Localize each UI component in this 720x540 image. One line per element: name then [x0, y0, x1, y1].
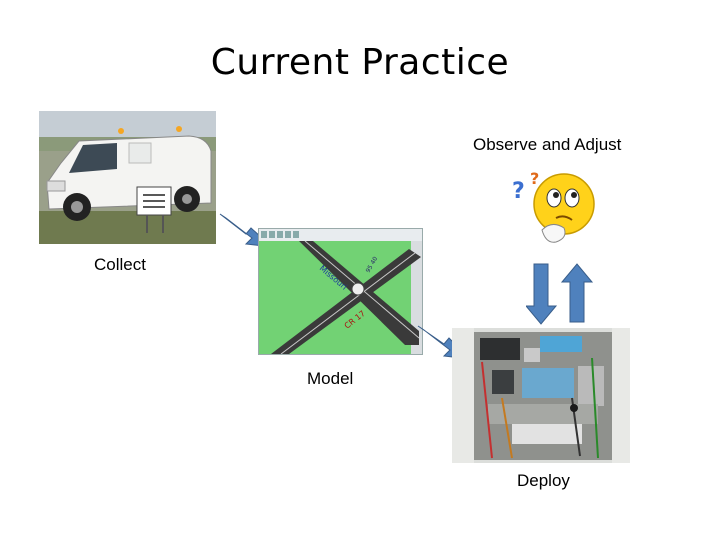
traffic-model-map-screenshot: Missouri CR 17 95 40	[258, 228, 423, 355]
deploy-label: Deploy	[517, 471, 570, 490]
observe-adjust-label: Observe and Adjust	[473, 135, 622, 154]
arrow-adjust-cycle-icon	[526, 263, 594, 325]
slide-title: Current Practice	[210, 42, 510, 83]
svg-text:?: ?	[512, 179, 525, 204]
van-photo	[39, 111, 216, 244]
van-illustration	[39, 111, 216, 244]
model-label: Model	[307, 369, 354, 388]
svg-text:?: ?	[530, 169, 539, 188]
collect-label: Collect	[94, 255, 146, 274]
signal-controller-cabinet-photo	[452, 328, 630, 463]
thinking-face-icon: ? ?	[508, 168, 600, 260]
